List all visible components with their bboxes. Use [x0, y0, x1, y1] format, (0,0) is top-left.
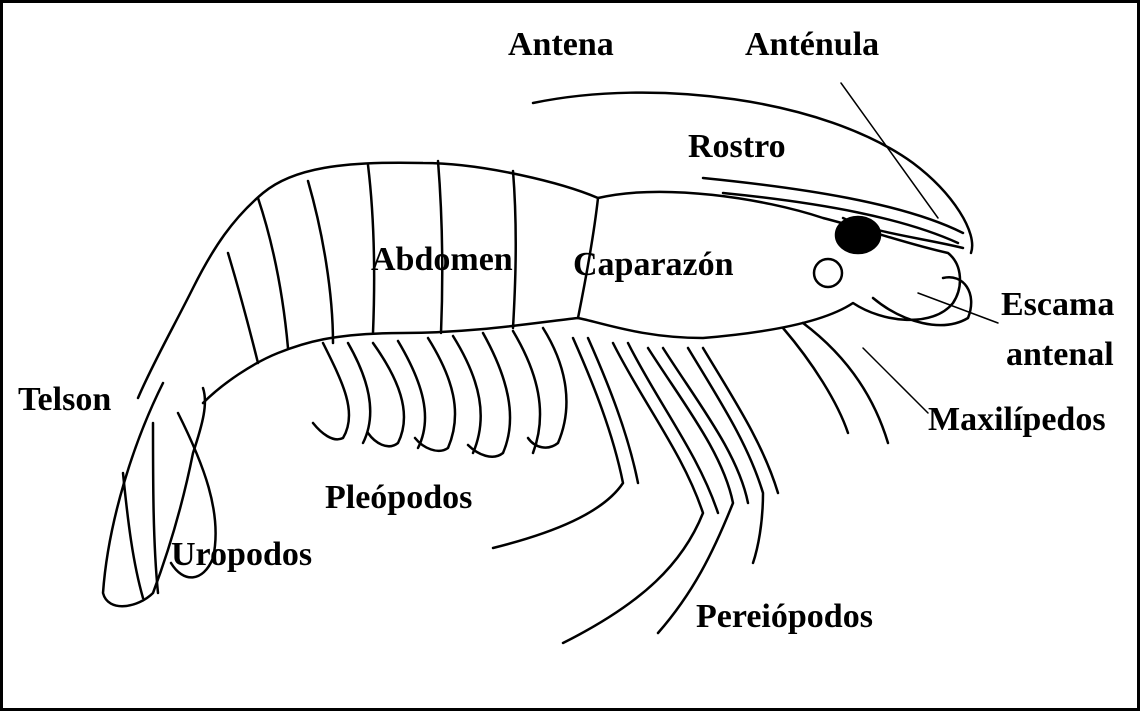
- label-antenula: Anténula: [745, 28, 879, 62]
- label-rostro: Rostro: [688, 130, 786, 164]
- label-uropodos: Uropodos: [171, 538, 312, 572]
- label-maxilipedos: Maxilípedos: [928, 403, 1106, 437]
- label-escama: Escama: [1001, 288, 1114, 322]
- pleopod-4: [468, 333, 510, 457]
- label-abdomen: Abdomen: [371, 243, 513, 277]
- label-antena: Antena: [508, 28, 614, 62]
- label-caparazon: Caparazón: [573, 248, 734, 282]
- antennule-shape: [703, 178, 963, 233]
- label-pereiopodos: Pereiópodos: [696, 600, 873, 634]
- pereiopod-4: [688, 348, 763, 563]
- label-pleopodos: Pleópodos: [325, 481, 472, 515]
- eye-shape: [836, 217, 880, 253]
- pleopod-1: [313, 343, 349, 439]
- shrimp-illustration: [3, 3, 1137, 708]
- label-antenal: antenal: [1006, 338, 1114, 372]
- leader-antenula: [841, 83, 938, 218]
- pleopod-5: [528, 328, 566, 448]
- pleopod-2: [368, 343, 404, 446]
- pereiopod-2: [563, 343, 703, 643]
- label-telson: Telson: [18, 383, 111, 417]
